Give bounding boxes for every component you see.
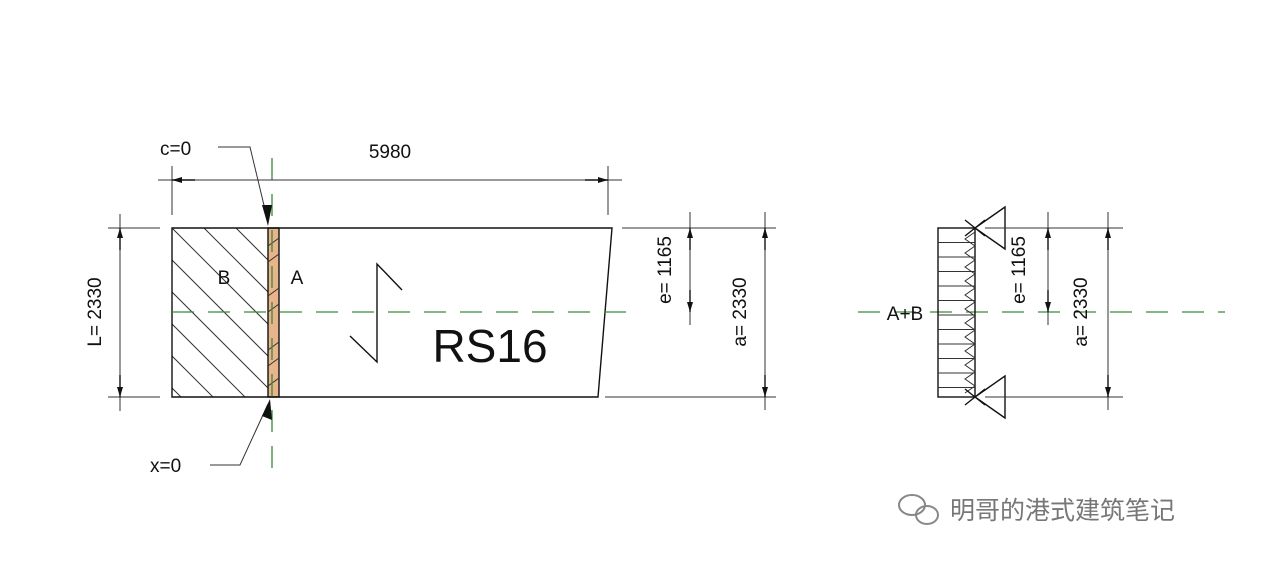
zigzag-edge xyxy=(964,231,976,394)
region-a-strip xyxy=(267,227,280,398)
panel-outline xyxy=(171,227,613,398)
watermark: 明哥的港式建筑笔记 xyxy=(898,494,1175,525)
length-dimension: 5980 xyxy=(369,142,411,163)
break-symbol xyxy=(349,262,403,364)
watermark-text: 明哥的港式建筑笔记 xyxy=(950,497,1175,525)
e-dimension: e= 1165 xyxy=(655,236,676,304)
section-block xyxy=(937,227,976,398)
region-a-label: A xyxy=(291,268,304,289)
panel-label: RS16 xyxy=(432,320,547,372)
right-e-dimension: e= 1165 xyxy=(1009,236,1030,304)
right-a-dimension: a= 2330 xyxy=(1071,277,1092,346)
c-label: c=0 xyxy=(160,139,191,160)
x-label: x=0 xyxy=(150,456,181,477)
section-label: A+B xyxy=(887,304,923,325)
a-dimension: a= 2330 xyxy=(730,277,751,346)
region-b-label: B xyxy=(218,268,231,289)
wechat-icon xyxy=(898,494,939,525)
region-b-hatch xyxy=(172,228,268,397)
height-dimension: L= 2330 xyxy=(85,277,106,346)
left-view: RS16 B A 5980 L= 2330 c=0 x=0 e= 1165 xyxy=(85,139,776,477)
right-view: A+B e= 1165 a= 2330 xyxy=(858,205,1225,420)
